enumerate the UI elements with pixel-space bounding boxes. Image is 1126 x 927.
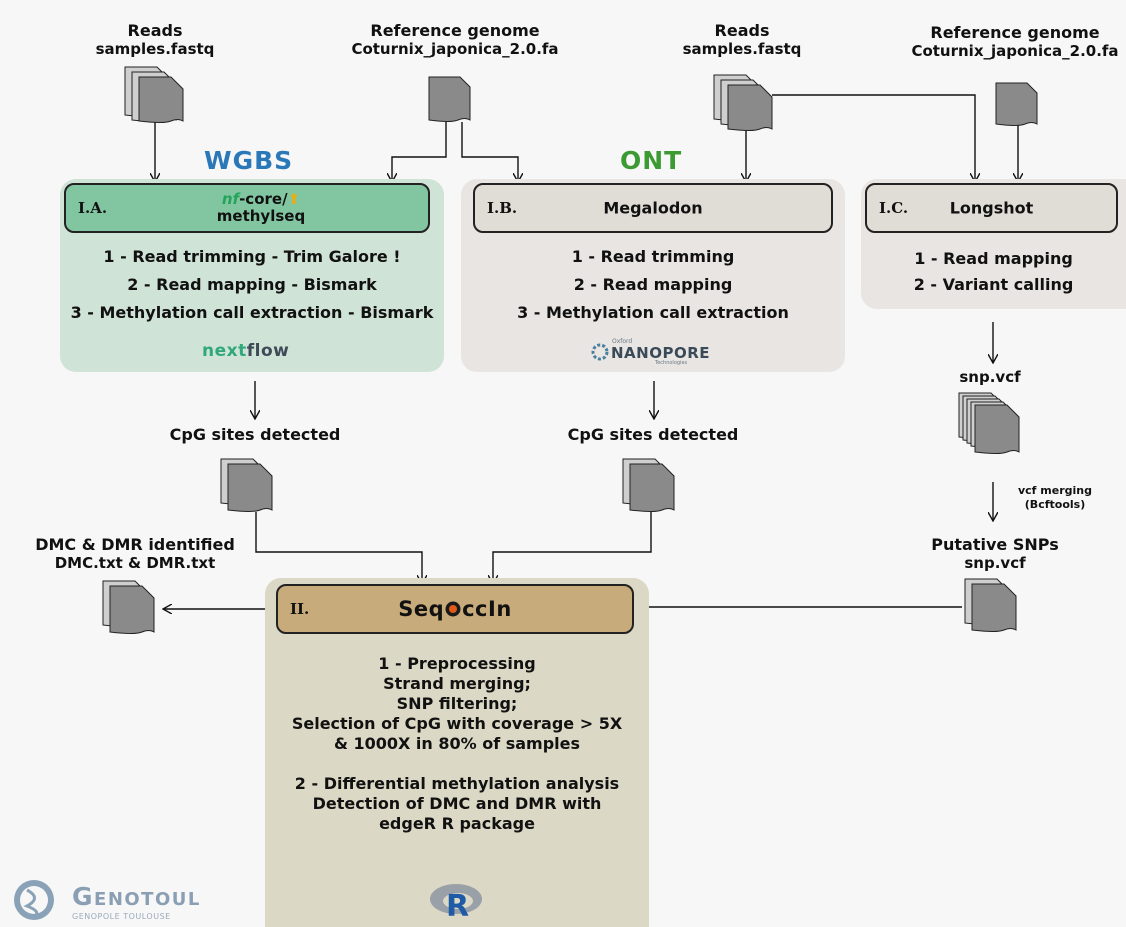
panel-ic-tool: Longshot [949, 198, 1034, 218]
wgbs-reference-label: Reference genome Coturnix_japonica_2.0.f… [340, 21, 570, 59]
panel-ia: I.A. nf-core/⬆ methylseq 1 - Read trimmi… [60, 179, 444, 372]
nanopore-logo-small: Oxford [612, 338, 633, 345]
ont-reference-title: Reference genome [930, 23, 1100, 42]
putative-snps-file: snp.vcf [964, 554, 1026, 572]
panel-ib-step-2: 2 - Read mapping [573, 275, 733, 294]
nanopore-ring-icon [591, 343, 609, 361]
ont-reads-file-icon [713, 74, 773, 131]
ont-reads-title: Reads [714, 21, 770, 40]
panel-ia-code: I.A. [78, 199, 108, 217]
nextflow-logo-a: next [202, 341, 247, 361]
panel-ii-code: II. [290, 600, 310, 618]
ont-reads-file: samples.fastq [682, 40, 802, 58]
ont-method-label: ONT [620, 146, 683, 175]
wgbs-reference-file-icon [428, 76, 471, 122]
panel-ic-step-2: 2 - Variant calling [913, 275, 1074, 294]
nf-core-apple-icon: ⬆ [287, 190, 301, 208]
putative-snps-title: Putative SNPs [931, 535, 1059, 554]
genotoul-logo-sub: GENOPOLE TOULOUSE [72, 912, 171, 921]
panel-ib: I.B. Megalodon 1 - Read trimming 2 - Rea… [461, 179, 845, 372]
panel-ia-header: I.A. nf-core/⬆ methylseq [64, 183, 430, 233]
panel-ib-code: I.B. [487, 199, 518, 217]
r-logo: R [428, 881, 484, 924]
panel-ii-detection: Detection of DMC and DMR with [312, 794, 602, 813]
nf-core-suffix: -core/ [239, 190, 288, 208]
panel-ii-snp-filtering: SNP filtering; [396, 694, 518, 713]
genotoul-dna-icon [14, 880, 54, 920]
panel-ii-step-2: 2 - Differential methylation analysis [294, 774, 620, 793]
bcftools-text: (Bcftools) [1024, 498, 1086, 511]
cpg-ont-file-icon [622, 458, 675, 512]
panel-ii-cpg-selection: Selection of CpG with coverage > 5X [291, 714, 623, 733]
panel-ia-step-2: 2 - Read mapping - Bismark [127, 275, 377, 294]
wgbs-reference-title: Reference genome [370, 21, 540, 40]
snp-vcf-file-stack-icon [958, 392, 1020, 454]
panel-ic-step-1: 1 - Read mapping [914, 249, 1073, 268]
cpg-ont-label: CpG sites detected [567, 425, 739, 444]
nf-core-prefix: nf [221, 190, 240, 208]
ont-reference-file-icon [995, 82, 1038, 126]
dmc-dmr-title: DMC & DMR identified [35, 535, 235, 554]
vcf-merging-text: vcf merging [1017, 484, 1092, 497]
ont-reads-label: Reads samples.fastq [672, 21, 812, 59]
dmc-dmr-label: DMC & DMR identified DMC.txt & DMR.txt [20, 535, 250, 573]
wgbs-reads-title: Reads [127, 21, 183, 40]
panel-ii-strand-merging: Strand merging; [383, 674, 531, 693]
wgbs-reference-file: Coturnix_japonica_2.0.fa [351, 40, 559, 58]
panel-ii-step-1: 1 - Preprocessing [378, 654, 536, 673]
panel-ic: I.C. Longshot 1 - Read mapping 2 - Varia… [861, 179, 1126, 309]
panel-ia-step-3: 3 - Methylation call extraction - Bismar… [70, 303, 434, 322]
panel-ii-block-1: 1 - Preprocessing Strand merging; SNP fi… [265, 654, 649, 754]
panel-ib-step-1: 1 - Read trimming [571, 247, 735, 266]
panel-ia-step-1: 1 - Read trimming - Trim Galore ! [103, 247, 401, 266]
panel-ib-header: I.B. Megalodon [473, 183, 833, 233]
panel-ib-tool: Megalodon [603, 198, 703, 218]
genotoul-logo-main: Genotoul [72, 882, 201, 911]
nf-core-methylseq-logo: nf-core/⬆ methylseq [196, 191, 326, 225]
snp-vcf-label: snp.vcf [959, 368, 1021, 386]
cpg-wgbs-file-icon [220, 458, 273, 512]
ont-reference-file: Coturnix_japonica_2.0.fa [911, 42, 1119, 60]
dmc-dmr-file: DMC.txt & DMR.txt [54, 554, 216, 572]
putative-snps-file-icon [964, 578, 1017, 632]
nextflow-logo: nextflow [202, 341, 289, 361]
nanopore-logo-main: NANOPORE [611, 344, 711, 362]
panel-ib-step-3: 3 - Methylation call extraction [517, 303, 789, 322]
nextflow-logo-b: flow [246, 341, 290, 361]
wgbs-reads-file: samples.fastq [95, 40, 215, 58]
methylseq-label: methylseq [216, 207, 306, 225]
nanopore-logo-sub: Technologies [655, 360, 688, 366]
panel-ii-edger: edgeR R package [379, 814, 535, 833]
wgbs-reads-label: Reads samples.fastq [85, 21, 225, 59]
panel-ii-block-2: 2 - Differential methylation analysis De… [265, 774, 649, 834]
r-logo-letter: R [446, 889, 470, 924]
seqoccin-suffix: ccIn [462, 597, 512, 621]
seqoccin-prefix: Seq [398, 597, 445, 621]
genotoul-logo: Genotoul GENOPOLE TOULOUSE [12, 878, 242, 924]
panel-ic-header: I.C. Longshot [865, 183, 1118, 233]
dmc-dmr-file-icon [102, 580, 155, 634]
wgbs-reads-file-icon [124, 66, 184, 123]
cpg-wgbs-label: CpG sites detected [169, 425, 341, 444]
panel-ii-cpg-selection-2: & 1000X in 80% of samples [333, 734, 581, 753]
ont-reference-label: Reference genome Coturnix_japonica_2.0.f… [905, 23, 1125, 61]
panel-ic-code: I.C. [879, 199, 909, 217]
r-logo-ring-icon [430, 884, 482, 914]
vcf-merging-label: vcf merging (Bcftools) [1000, 484, 1110, 512]
putative-snps-label: Putative SNPs snp.vcf [920, 535, 1070, 573]
wgbs-method-label: WGBS [204, 146, 294, 175]
nanopore-logo: Oxford NANOPORE Technologies [591, 338, 731, 366]
seqoccin-o-icon [445, 601, 461, 617]
